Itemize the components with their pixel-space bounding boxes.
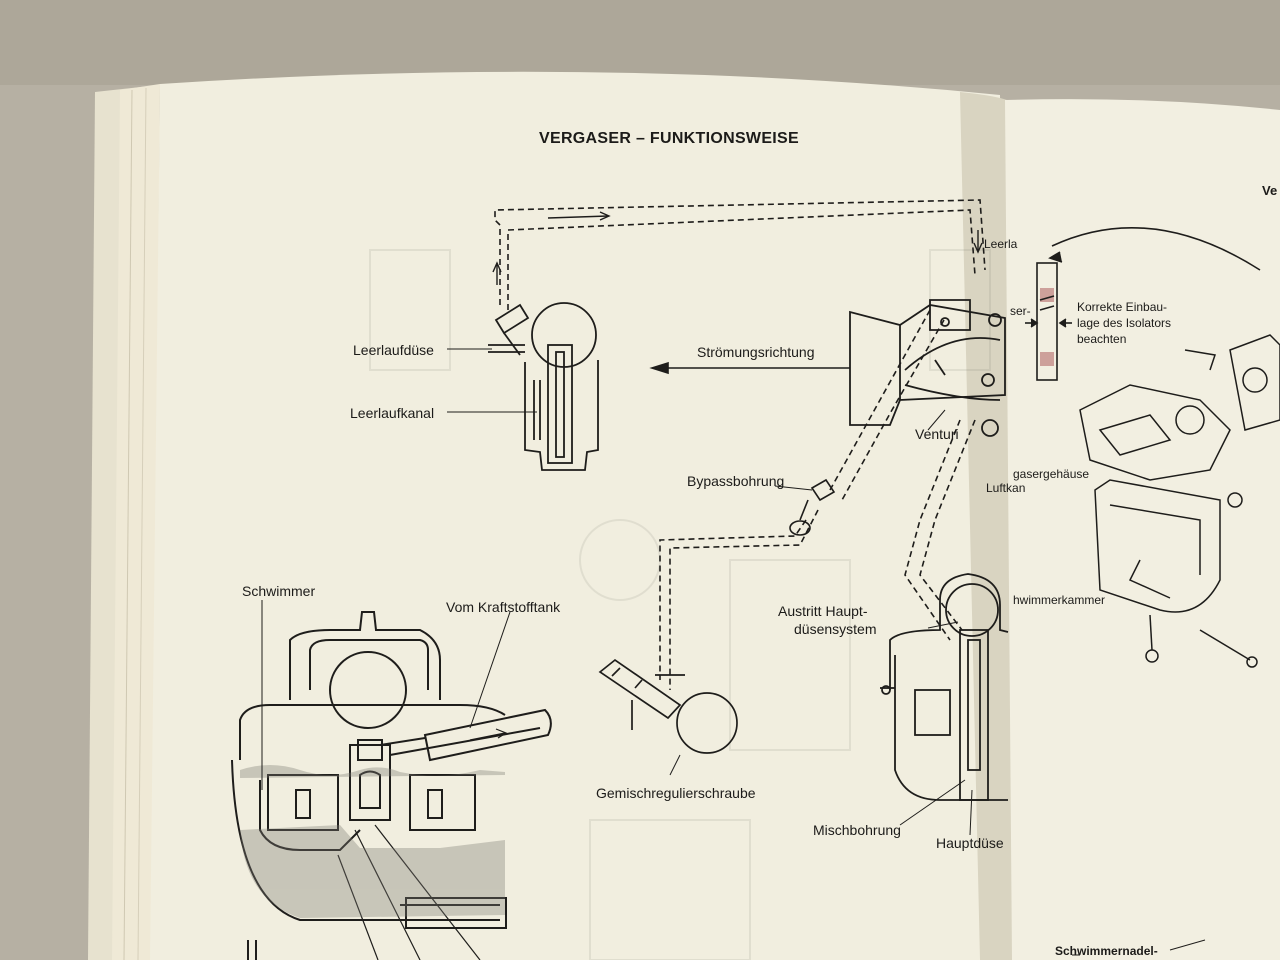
idle-circuit-path: [494, 199, 986, 690]
label-schwimmer: Schwimmer: [242, 583, 316, 599]
label-austritt-line2: düsensystem: [794, 621, 877, 637]
float-chamber: [231, 611, 552, 960]
label-luftkanal-fragment: Luftkan: [986, 481, 1026, 495]
label-leerlauf-fragment: Leerla: [984, 237, 1018, 251]
isolator-diagram: [1025, 227, 1261, 381]
leader-venturi: [927, 409, 946, 431]
mixture-screw: [598, 658, 738, 776]
right-page-heading-fragment: Ve: [1262, 183, 1278, 198]
right-page: [1005, 99, 1280, 960]
label-gemischregulierschraube: Gemischregulierschraube: [596, 785, 756, 801]
label-mischbohrung: Mischbohrung: [813, 822, 901, 838]
label-schwimmernadel-fragment: Schwimmernadel-: [1055, 944, 1158, 958]
label-bypassbohrung: Bypassbohrung: [687, 473, 785, 489]
label-stroemungsrichtung: Strömungsrichtung: [697, 344, 815, 360]
left-page: [150, 71, 1010, 960]
bleed-through: [369, 249, 991, 960]
fuel-level: [240, 765, 505, 918]
label-schwimmerkammer-fragment: hwimmerkammer: [1013, 593, 1106, 607]
page-title: VERGASER – FUNKTIONSWEISE: [539, 130, 799, 147]
label-leerlaufkanal: Leerlaufkanal: [350, 405, 435, 421]
label-vergaser-fragment: ser-: [1010, 304, 1031, 318]
bypass-bore: [774, 478, 836, 536]
label-venturi: Venturi: [915, 426, 959, 442]
idle-jet-assembly: [488, 302, 599, 471]
label-austritt-line1: Austritt Haupt-: [778, 603, 868, 619]
label-vergasergehaeuse-fragment: gasergehäuse: [1013, 467, 1090, 481]
label-leerlaufduese: Leerlaufdüse: [353, 342, 434, 358]
label-hauptduese: Hauptdüse: [936, 835, 1004, 851]
flow-arrow: [547, 215, 609, 219]
isolator-note-line2: lage des Isolators: [1077, 316, 1172, 330]
isolator-note-line1: Korrekte Einbau-: [1077, 300, 1168, 314]
venturi-body: [849, 299, 1006, 437]
label-vom-kraftstofftank: Vom Kraftstofftank: [446, 599, 561, 615]
isolator-note-line3: beachten: [1077, 332, 1127, 346]
leader-vom-kraftstofftank: [469, 611, 511, 729]
main-jet-system: [880, 573, 1009, 836]
carburetor-exploded: [1079, 334, 1280, 668]
